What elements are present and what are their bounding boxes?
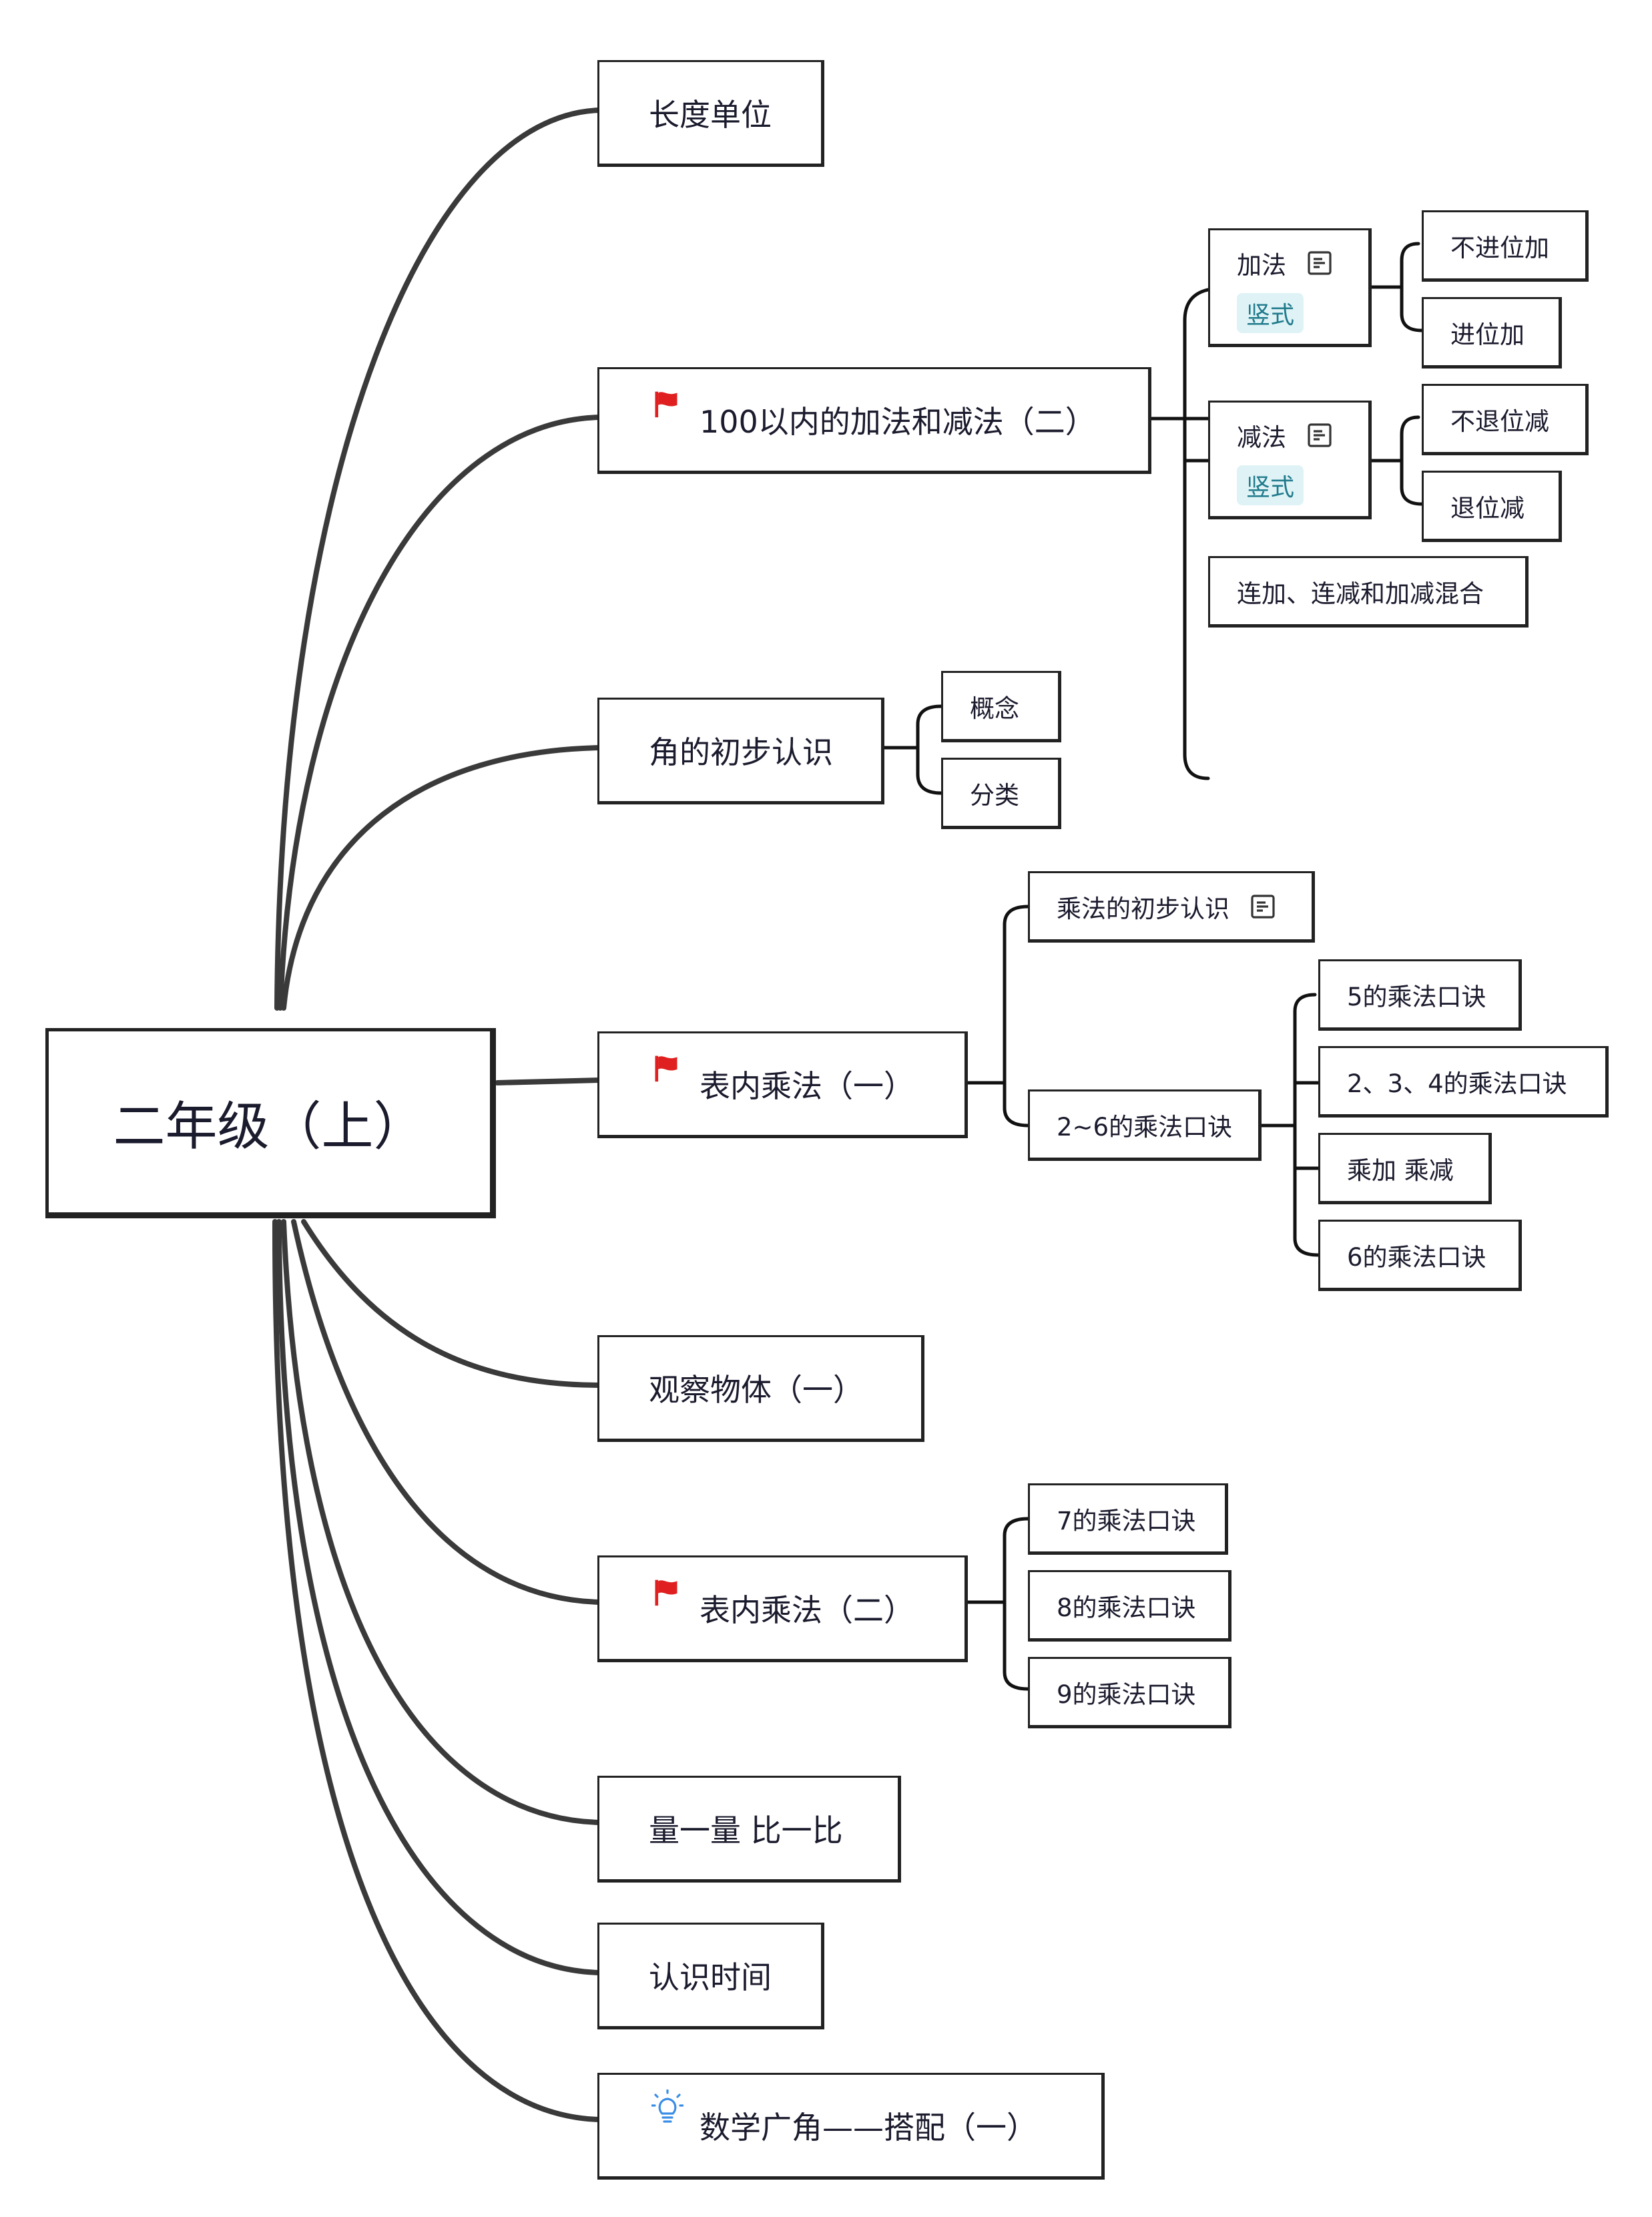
leaf-table-7[interactable]: 7的乘法口诀 (1028, 1483, 1228, 1555)
leaf-table-2-3-4[interactable]: 2、3、4的乘法口诀 (1318, 1046, 1609, 1118)
topic-measure[interactable]: 量一量 比一比 (597, 1776, 901, 1883)
topic-label: 长度单位 (649, 97, 772, 133)
subtopic-subtraction[interactable]: 减法 竖式 (1208, 401, 1372, 519)
connector-mult1 (495, 1077, 603, 1085)
topic-time[interactable]: 认识时间 (597, 1923, 824, 2029)
red-flag-icon (655, 391, 677, 418)
leaf-label: 不进位加 (1450, 233, 1549, 262)
topic-mult2[interactable]: 表内乘法（二） (597, 1555, 968, 1662)
leaf-borrow-sub[interactable]: 退位减 (1422, 471, 1562, 542)
note-icon (1308, 251, 1332, 275)
connector-time (276, 1219, 603, 1975)
subtopic-label: 减法 (1237, 423, 1286, 452)
connector-observe (301, 1219, 603, 1388)
topic-label: 量一量 比一比 (649, 1812, 843, 1849)
leaf-label: 7的乘法口诀 (1057, 1506, 1196, 1535)
subtopic-tables-2-6[interactable]: 2~6的乘法口诀 (1028, 1089, 1262, 1161)
leaf-no-borrow-sub[interactable]: 不退位减 (1422, 384, 1589, 455)
subtopic-label: 加法 (1237, 251, 1286, 280)
red-flag-icon (655, 1579, 677, 1606)
connector-measure (281, 1219, 603, 1825)
connector-length-units (274, 107, 603, 1011)
note-icon (1308, 423, 1332, 447)
leaf-label: 2、3、4的乘法口诀 (1347, 1069, 1567, 1098)
leaf-label: 9的乘法口诀 (1057, 1680, 1196, 1709)
red-flag-icon (655, 1055, 677, 1082)
subtopic-mult-intro[interactable]: 乘法的初步认识 (1028, 871, 1315, 943)
leaf-mult-add-sub[interactable]: 乘加 乘减 (1318, 1133, 1492, 1204)
leaf-label: 乘加 乘减 (1347, 1156, 1454, 1185)
leaf-label: 退位减 (1450, 493, 1525, 523)
topic-label: 认识时间 (649, 1959, 772, 1995)
leaf-no-carry-add[interactable]: 不进位加 (1422, 210, 1589, 282)
topic-label: 表内乘法（二） (700, 1592, 914, 1628)
topic-add-sub[interactable]: 100以内的加法和减法（二） (597, 367, 1151, 474)
leaf-label: 6的乘法口诀 (1347, 1242, 1486, 1272)
connector-wide-angle (272, 1219, 603, 2122)
vertical-form-tag: 竖式 (1237, 465, 1304, 505)
topic-mult1[interactable]: 表内乘法（一） (597, 1031, 968, 1138)
leaf-label: 不退位减 (1450, 407, 1549, 436)
root-label: 二年级（上） (113, 1096, 426, 1157)
subtopic-label: 连加、连减和加减混合 (1237, 579, 1484, 608)
vertical-form-tag: 竖式 (1237, 293, 1304, 333)
leaf-label: 进位加 (1450, 320, 1525, 349)
lightbulb-icon (651, 2089, 683, 2123)
leaf-table-8[interactable]: 8的乘法口诀 (1028, 1570, 1231, 1642)
leaf-label: 概念 (970, 694, 1019, 723)
topic-angles[interactable]: 角的初步认识 (597, 698, 884, 804)
subtopic-mixed[interactable]: 连加、连减和加减混合 (1208, 556, 1529, 628)
leaf-concept[interactable]: 概念 (941, 671, 1061, 742)
leaf-label: 分类 (970, 780, 1019, 810)
leaf-label: 8的乘法口诀 (1057, 1593, 1196, 1622)
topic-label: 100以内的加法和减法（二） (700, 404, 1096, 440)
topic-length-units[interactable]: 长度单位 (597, 60, 824, 167)
connector-add-sub (278, 415, 603, 1011)
note-icon (1251, 894, 1275, 919)
leaf-table-6[interactable]: 6的乘法口诀 (1318, 1220, 1522, 1291)
subtopic-label: 乘法的初步认识 (1057, 894, 1229, 923)
topic-label: 角的初步认识 (649, 734, 833, 770)
leaf-label: 5的乘法口诀 (1347, 982, 1486, 1011)
leaf-carry-add[interactable]: 进位加 (1422, 297, 1562, 368)
leaf-classification[interactable]: 分类 (941, 758, 1061, 829)
root-node[interactable]: 二年级（上） (45, 1028, 496, 1218)
subtopic-addition[interactable]: 加法 竖式 (1208, 228, 1372, 347)
topic-observe[interactable]: 观察物体（一） (597, 1335, 924, 1442)
connector-mult2 (291, 1219, 603, 1605)
topic-label: 表内乘法（一） (700, 1068, 914, 1104)
subtopic-label: 2~6的乘法口诀 (1057, 1112, 1233, 1142)
topic-wide-angle[interactable]: 数学广角——搭配（一） (597, 2073, 1105, 2180)
leaf-table-5[interactable]: 5的乘法口诀 (1318, 959, 1522, 1031)
connector-angles (281, 745, 603, 1011)
leaf-table-9[interactable]: 9的乘法口诀 (1028, 1657, 1231, 1728)
topic-label: 数学广角——搭配（一） (700, 2110, 1037, 2146)
topic-label: 观察物体（一） (649, 1372, 864, 1408)
